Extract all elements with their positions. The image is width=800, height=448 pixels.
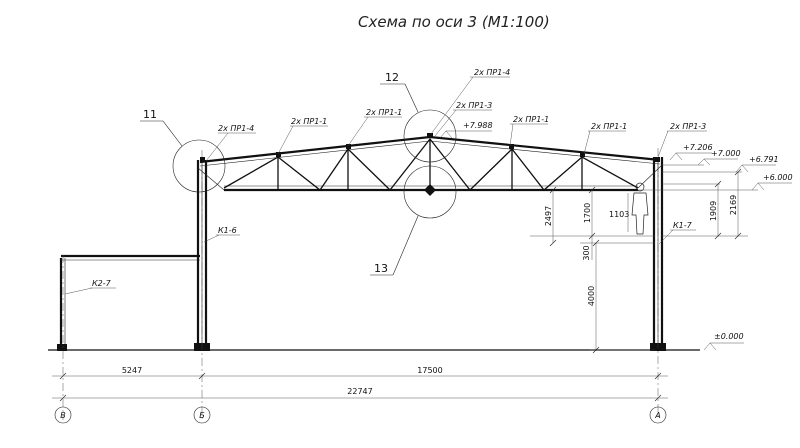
callout-13-label: 13 xyxy=(374,262,388,275)
callout-12-label: 12 xyxy=(385,71,399,84)
element-labels: 2х ПР1-4 2х ПР1-1 2х ПР1-1 2х ПР1-4 2х П… xyxy=(64,68,707,295)
column-a xyxy=(637,148,666,420)
callout-13: 13 xyxy=(370,165,457,276)
axis-a-label: А xyxy=(654,411,660,420)
dim-4000: 4000 xyxy=(587,286,596,306)
level-6000: +6.000 xyxy=(763,173,793,182)
label-pr13-right: 2х ПР1-3 xyxy=(670,122,706,131)
dim-2497: 2497 xyxy=(544,206,553,226)
dim-1909: 1909 xyxy=(709,201,718,221)
dim-300: 300 xyxy=(582,245,591,260)
person-figure-icon xyxy=(631,182,649,235)
callout-12: 12 xyxy=(380,71,457,163)
column-b xyxy=(194,150,225,420)
label-k17: К1-7 xyxy=(673,221,693,230)
axis-v-label: В xyxy=(60,411,66,420)
level-6791: +6.791 xyxy=(749,155,779,164)
label-pr13-top: 2х ПР1-3 xyxy=(456,101,492,110)
dim-17500: 17500 xyxy=(417,366,442,375)
axis-v-bubble xyxy=(54,406,72,424)
roof-truss xyxy=(199,133,661,196)
label-k16: К1-6 xyxy=(218,226,237,235)
level-7206: +7.206 xyxy=(683,143,713,152)
level-0000: ±0.000 xyxy=(714,332,744,341)
dim-1700: 1700 xyxy=(583,203,592,223)
label-pr11-a: 2х ПР1-1 xyxy=(291,117,327,126)
axis-b-label: Б xyxy=(199,411,205,420)
axis-b-bubble xyxy=(193,406,211,424)
axis-a-bubble xyxy=(649,406,667,424)
dim-2169: 2169 xyxy=(729,195,738,215)
dim-5247: 5247 xyxy=(122,366,142,375)
label-pr11-b: 2х ПР1-1 xyxy=(366,108,402,117)
level-7000: +7.000 xyxy=(711,149,741,158)
axis-markers: В Б А xyxy=(54,406,667,424)
label-k27: К2-7 xyxy=(92,279,112,288)
label-pr14-top: 2х ПР1-4 xyxy=(474,68,510,77)
label-pr14-left: 2х ПР1-4 xyxy=(218,124,254,133)
horizontal-dimensions: 5247 17500 22747 xyxy=(52,366,668,402)
callout-11-label: 11 xyxy=(143,108,157,121)
drawing-title: Схема по оси 3 (М1:100) xyxy=(358,13,550,31)
dim-1103: 1103 xyxy=(609,210,629,219)
dim-22747: 22747 xyxy=(347,387,372,396)
vertical-dimensions: 2497 1700 300 4000 1103 1909 2169 xyxy=(530,168,748,354)
annex-frame xyxy=(57,254,200,420)
label-pr11-d: 2х ПР1-1 xyxy=(591,122,627,131)
callout-11: 11 xyxy=(140,108,226,193)
level-7988: +7.988 xyxy=(463,121,493,130)
label-pr11-c: 2х ПР1-1 xyxy=(513,115,549,124)
